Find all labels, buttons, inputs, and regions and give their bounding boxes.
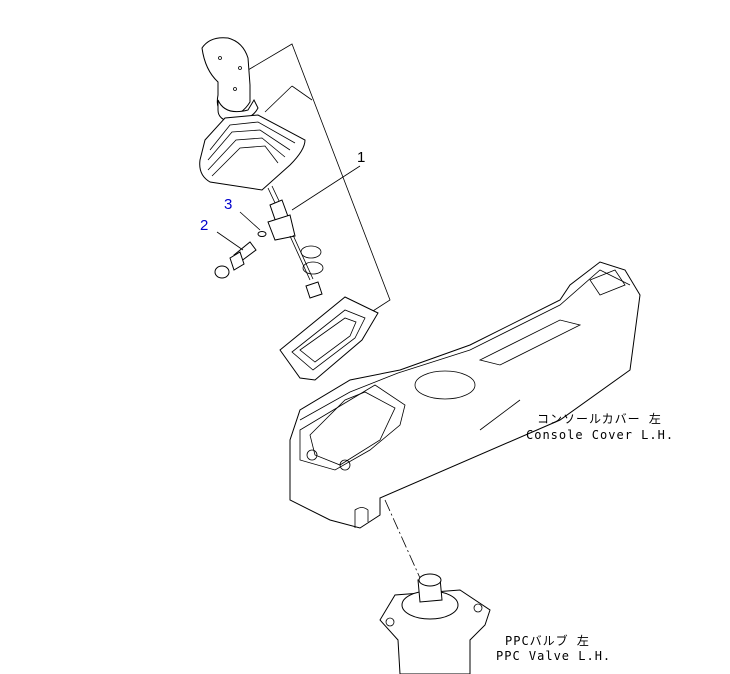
lever-shaft — [267, 185, 324, 299]
callout-3: 3 — [224, 196, 233, 213]
console-cover-label-en: Console Cover L.H. — [526, 428, 675, 442]
ppc-valve-label-jp: PPCバルブ 左 — [505, 634, 590, 648]
ppc-valve — [379, 573, 491, 674]
console-cover-label-jp: コンソールカバー 左 — [537, 412, 662, 426]
nut — [214, 265, 230, 279]
bolt — [229, 241, 257, 271]
lever-grip — [201, 37, 259, 123]
washer — [257, 231, 267, 237]
center-axis-line — [384, 499, 421, 579]
leader-lines — [216, 165, 521, 431]
callout-2: 2 — [200, 217, 209, 234]
bezel-plate — [279, 296, 379, 381]
callout-1: 1 — [357, 149, 366, 166]
console-cover — [289, 261, 641, 529]
rubber-boot — [199, 114, 306, 191]
ppc-valve-label-en: PPC Valve L.H. — [496, 649, 612, 663]
assembly-bracket-lines — [247, 43, 391, 319]
